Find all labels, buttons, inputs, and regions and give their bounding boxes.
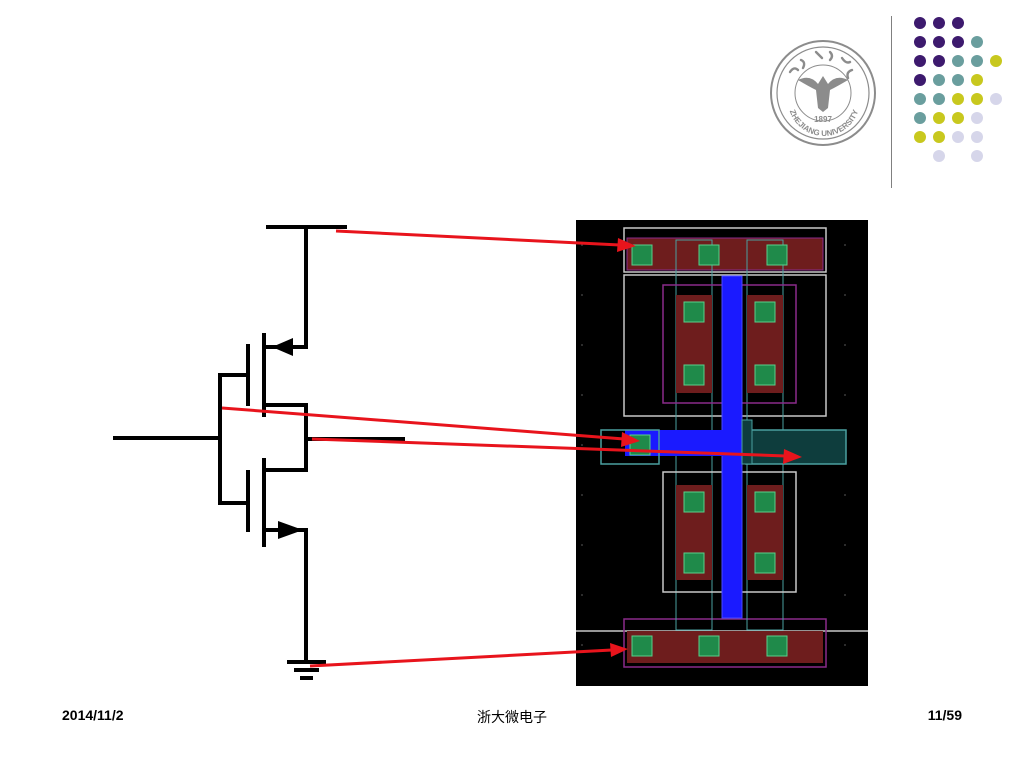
decorative-dot-grid: [914, 17, 1002, 162]
pmos-arrow-icon: [272, 338, 293, 356]
footer-page-number: 11/59: [927, 707, 962, 723]
arrow-output: [311, 437, 787, 458]
seal-year: 1897: [814, 115, 832, 124]
nmos-arrow-icon: [278, 521, 303, 539]
arrow-vdd: [335, 229, 621, 247]
footer-date: 2014/11/2: [62, 707, 124, 723]
arrow-input: [221, 406, 625, 441]
header-divider-line: [891, 16, 892, 188]
mapping-arrows: [221, 229, 802, 668]
inverter-schematic: [113, 225, 405, 680]
footer-center-label: 浙大微电子: [477, 710, 547, 726]
zhejiang-university-seal-logo: 1897 ZHEJIANG UNIVERSITY: [770, 40, 876, 146]
arrow-gnd: [309, 648, 613, 668]
